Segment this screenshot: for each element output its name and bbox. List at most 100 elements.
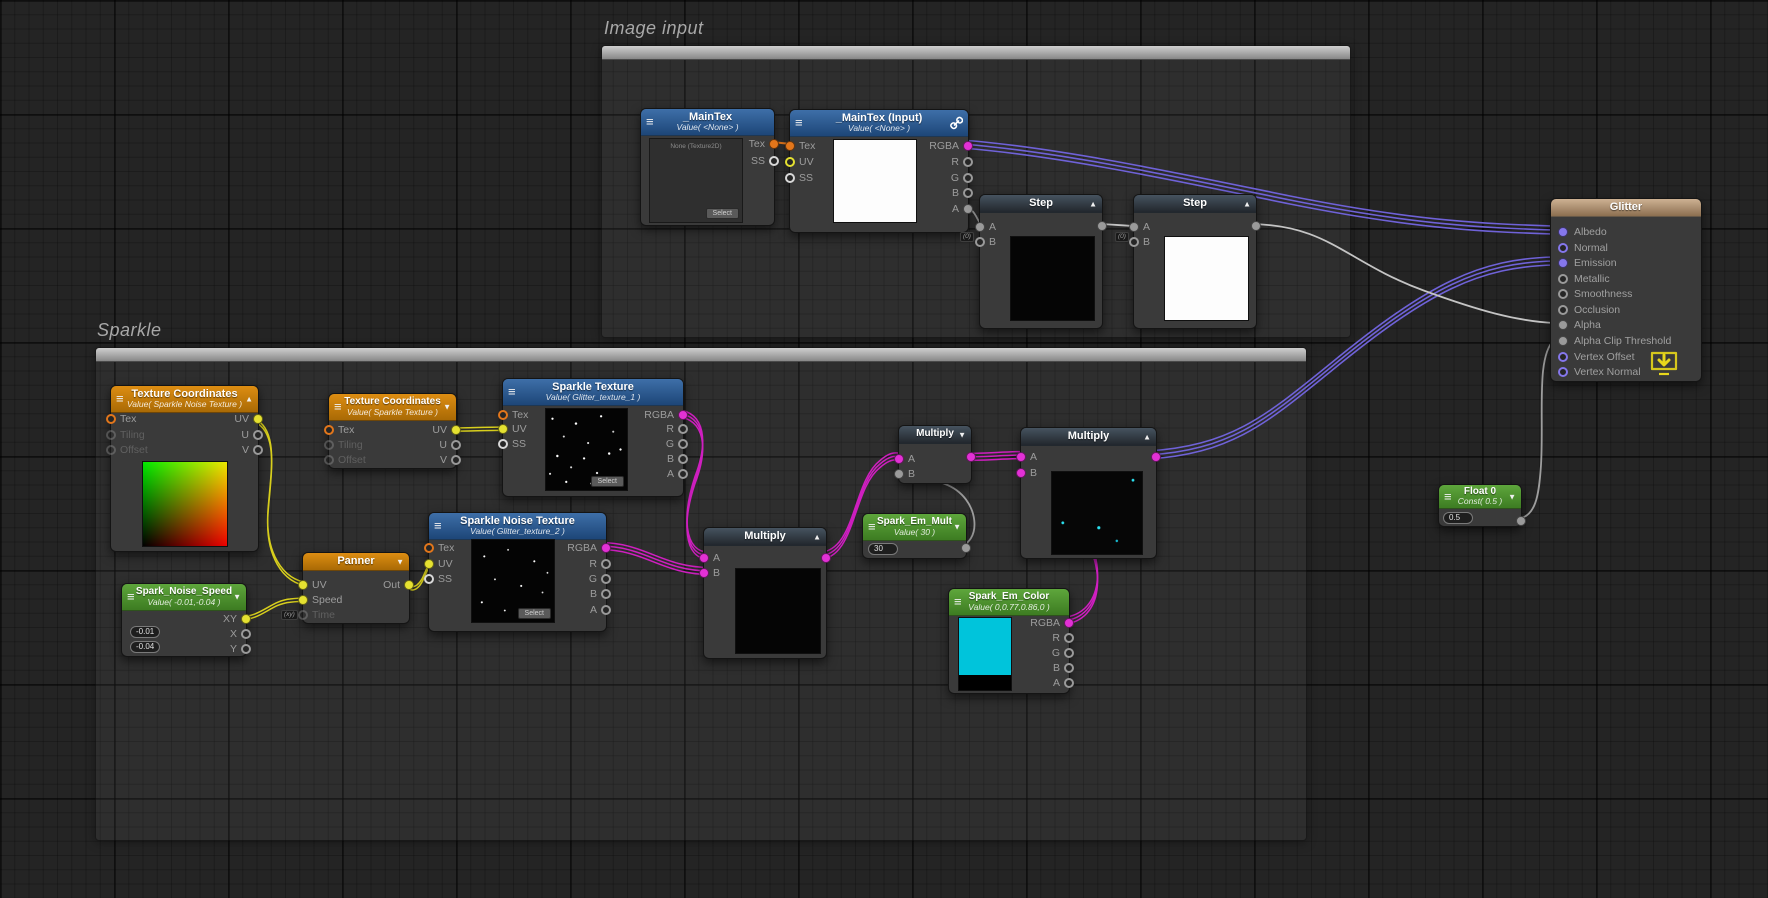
port-b[interactable]: B bbox=[894, 468, 915, 480]
port-tex[interactable]: Tex bbox=[785, 140, 815, 152]
port-r[interactable]: R bbox=[666, 423, 688, 435]
port-a[interactable]: A bbox=[590, 604, 611, 616]
port-tex[interactable]: Tex bbox=[498, 409, 528, 421]
y-value-field[interactable]: -0.04 bbox=[130, 641, 161, 653]
port-speed[interactable]: Speed bbox=[298, 594, 342, 606]
port-a[interactable]: A bbox=[1129, 221, 1150, 233]
node-spark-noise-speed[interactable]: ≡ Spark_Noise_Speed Value( -0.01,-0.04 )… bbox=[121, 583, 251, 657]
port-v[interactable]: V bbox=[242, 444, 263, 456]
collapse-icon[interactable]: ▼ bbox=[1508, 492, 1516, 501]
menu-icon[interactable]: ≡ bbox=[127, 589, 135, 604]
port-g[interactable]: G bbox=[1052, 647, 1074, 659]
port-rgba[interactable]: RGBA bbox=[567, 542, 611, 554]
collapse-icon[interactable]: ▼ bbox=[396, 557, 404, 566]
node-multiply-3[interactable]: Multiply ▲ A B bbox=[1016, 427, 1161, 559]
port-a[interactable]: A bbox=[1016, 451, 1037, 463]
collapse-icon[interactable]: ▼ bbox=[958, 430, 966, 439]
node-spark-em-mult[interactable]: ≡ Spark_Em_Mult Value( 30 ) ▼ 30 bbox=[862, 513, 971, 559]
port-a[interactable]: A bbox=[894, 453, 915, 465]
node-texture-coordinates-1[interactable]: ≡ Texture Coordinates Value( Sparkle Noi… bbox=[106, 385, 263, 552]
collapse-icon[interactable]: ▲ bbox=[1243, 199, 1251, 208]
port-r[interactable]: R bbox=[1052, 632, 1074, 644]
group-sparkle[interactable] bbox=[95, 347, 1307, 841]
port-rgba[interactable]: RGBA bbox=[1030, 617, 1074, 629]
node-maintex[interactable]: ≡ _MainTex Value( <None> ) None (Texture… bbox=[640, 108, 779, 226]
port-tiling[interactable]: Tiling bbox=[324, 439, 363, 451]
port-out[interactable] bbox=[821, 552, 831, 563]
port-g[interactable]: G bbox=[589, 573, 611, 585]
port-albedo[interactable]: Albedo bbox=[1558, 226, 1607, 238]
port-out[interactable] bbox=[1251, 220, 1261, 231]
select-texture-button[interactable]: Select bbox=[590, 476, 624, 487]
group-sparkle-titlebar[interactable] bbox=[96, 348, 1306, 362]
node-sparkle-noise-texture[interactable]: ≡ Sparkle Noise Texture Value( Glitter_t… bbox=[424, 512, 611, 632]
port-g[interactable]: G bbox=[951, 172, 973, 184]
node-step-1[interactable]: Step ▲ A B bbox=[975, 194, 1107, 329]
port-g[interactable]: G bbox=[666, 438, 688, 450]
node-maintex-input[interactable]: ≡ _MainTex (Input) Value( <None> ) Tex U… bbox=[785, 109, 973, 233]
port-vertex-offset[interactable]: Vertex Offset bbox=[1558, 351, 1635, 363]
port-uv[interactable]: UV bbox=[498, 423, 527, 435]
node-float-0[interactable]: ≡ Float 0 Const( 0.5 ) ▼ 0.5 bbox=[1438, 484, 1526, 527]
port-a[interactable]: A bbox=[975, 221, 996, 233]
menu-icon[interactable]: ≡ bbox=[646, 114, 654, 129]
port-a[interactable]: A bbox=[952, 203, 973, 215]
port-v[interactable]: V bbox=[440, 454, 461, 466]
port-b[interactable]: B bbox=[952, 187, 973, 199]
port-time[interactable]: Time bbox=[298, 609, 335, 621]
texture-slot[interactable]: None (Texture2D) Select bbox=[649, 138, 743, 223]
port-a[interactable]: A bbox=[667, 468, 688, 480]
port-b[interactable]: B bbox=[699, 567, 720, 579]
port-b[interactable]: B bbox=[975, 236, 996, 248]
node-multiply-2[interactable]: Multiply ▼ A B bbox=[894, 425, 976, 484]
port-uv[interactable]: UV bbox=[298, 579, 327, 591]
port-a[interactable]: A bbox=[1053, 677, 1074, 689]
port-tiling[interactable]: Tiling bbox=[106, 429, 145, 441]
value-field[interactable]: 30 bbox=[868, 543, 898, 555]
port-rgba[interactable]: RGBA bbox=[644, 409, 688, 421]
menu-icon[interactable]: ≡ bbox=[434, 518, 442, 533]
node-glitter-master[interactable]: Glitter Albedo Normal Emission Metallic … bbox=[1550, 198, 1702, 382]
menu-icon[interactable]: ≡ bbox=[508, 384, 516, 399]
collapse-icon[interactable]: ▲ bbox=[813, 532, 821, 541]
port-uv[interactable]: UV bbox=[432, 424, 461, 436]
port-ss[interactable]: SS bbox=[424, 573, 452, 585]
port-uv[interactable]: UV bbox=[785, 156, 814, 168]
port-y[interactable]: Y bbox=[230, 643, 251, 655]
group-image-input-titlebar[interactable] bbox=[602, 46, 1350, 60]
value-field[interactable]: 0.5 bbox=[1443, 512, 1473, 524]
x-value-field[interactable]: -0.01 bbox=[130, 626, 161, 638]
collapse-icon[interactable]: ▲ bbox=[245, 394, 253, 404]
port-uv[interactable]: UV bbox=[234, 413, 263, 425]
menu-icon[interactable]: ≡ bbox=[954, 594, 962, 609]
port-u[interactable]: U bbox=[439, 439, 461, 451]
port-tex[interactable]: Tex bbox=[106, 413, 136, 425]
select-texture-button[interactable]: Select bbox=[517, 608, 551, 619]
port-rgba[interactable]: RGBA bbox=[929, 140, 973, 152]
color-swatch[interactable] bbox=[958, 617, 1012, 691]
node-step-2[interactable]: Step ▲ A B bbox=[1129, 194, 1261, 329]
port-alpha[interactable]: Alpha bbox=[1558, 319, 1601, 331]
port-out[interactable] bbox=[1151, 451, 1161, 462]
menu-icon[interactable]: ≡ bbox=[1444, 488, 1452, 504]
port-xy[interactable]: XY bbox=[223, 613, 251, 625]
port-b[interactable]: B bbox=[667, 453, 688, 465]
collapse-icon[interactable]: ▼ bbox=[953, 522, 961, 532]
node-sparkle-texture[interactable]: ≡ Sparkle Texture Value( Glitter_texture… bbox=[498, 378, 688, 497]
port-ss-out[interactable]: SS bbox=[751, 155, 779, 167]
node-panner[interactable]: Panner ▼ UV Speed Time Out bbox=[298, 552, 414, 624]
port-u[interactable]: U bbox=[241, 429, 263, 441]
port-out[interactable] bbox=[961, 542, 971, 553]
node-texture-coordinates-2[interactable]: ≡ Texture Coordinates Value( Sparkle Tex… bbox=[324, 393, 461, 469]
port-b[interactable]: B bbox=[1053, 662, 1074, 674]
collapse-icon[interactable]: ▲ bbox=[1143, 432, 1151, 441]
port-alpha-clip-threshold[interactable]: Alpha Clip Threshold bbox=[1558, 335, 1671, 347]
menu-icon[interactable]: ≡ bbox=[868, 519, 876, 534]
port-out[interactable] bbox=[966, 451, 976, 462]
port-vertex-normal[interactable]: Vertex Normal bbox=[1558, 366, 1641, 378]
port-offset[interactable]: Offset bbox=[324, 454, 366, 466]
node-spark-em-color[interactable]: ≡ Spark_Em_Color Value( 0,0.77,0.86,0 ) … bbox=[948, 588, 1074, 694]
node-multiply-1[interactable]: Multiply ▲ A B bbox=[699, 527, 831, 659]
collapse-icon[interactable]: ▼ bbox=[233, 592, 241, 602]
port-metallic[interactable]: Metallic bbox=[1558, 273, 1610, 285]
